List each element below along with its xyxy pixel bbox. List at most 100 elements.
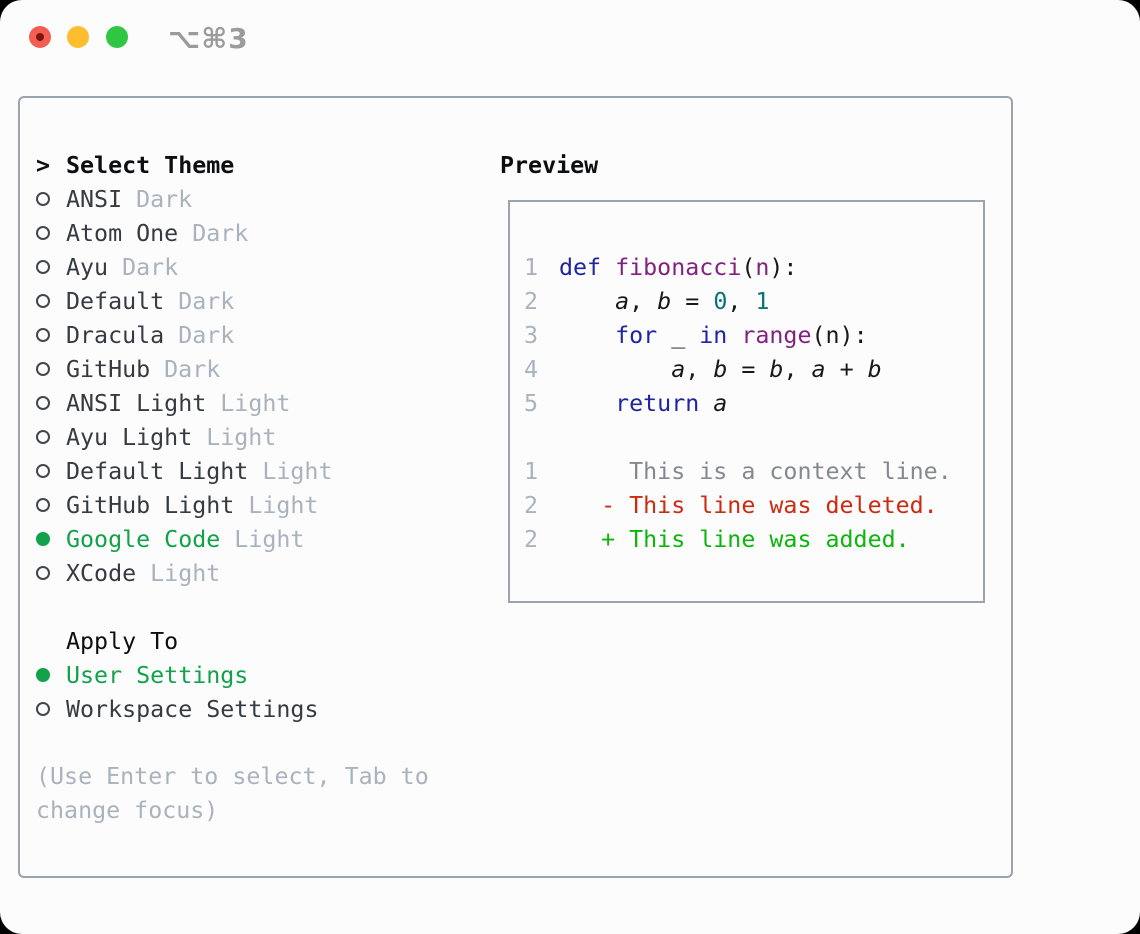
theme-option[interactable]: Dracula Dark xyxy=(36,318,476,352)
theme-variant-tag: Light xyxy=(220,389,291,417)
keyboard-shortcut-label: ⌥⌘3 xyxy=(168,22,249,55)
radio-icon xyxy=(36,566,50,580)
help-line-2: change focus) xyxy=(36,797,219,824)
theme-variant-tag: Dark xyxy=(178,287,235,315)
diff-lines: 1 This is a context line. 2 - This line … xyxy=(524,454,983,556)
radio-icon xyxy=(36,532,50,546)
theme-name: Atom One xyxy=(66,219,179,247)
theme-option[interactable]: Default Light Light xyxy=(36,454,476,488)
theme-list: > Select Theme ANSI Dark Atom One Dark A… xyxy=(36,148,476,828)
line-number: 3 xyxy=(524,321,539,349)
code-token: return xyxy=(615,389,700,417)
theme-option[interactable]: Default Dark xyxy=(36,284,476,318)
code-token: a xyxy=(713,389,728,417)
theme-variant-tag: Light xyxy=(234,525,305,553)
theme-option[interactable]: GitHub Light Light xyxy=(36,488,476,522)
theme-option[interactable]: Ayu Dark xyxy=(36,250,476,284)
theme-option[interactable]: Ayu Light Light xyxy=(36,420,476,454)
code-token: a xyxy=(811,355,826,383)
theme-name: Google Code xyxy=(66,525,221,553)
theme-name: Default Light xyxy=(66,457,249,485)
code-preview: 1 def fibonacci(n): 2 a, b = 0, 1 3 for … xyxy=(510,202,983,556)
code-token: + xyxy=(825,355,868,383)
diff-line-content: - This line was deleted. xyxy=(559,491,938,519)
line-number: 2 xyxy=(524,287,539,315)
code-token: , xyxy=(783,355,812,383)
radio-icon xyxy=(36,430,50,444)
line-number: 1 xyxy=(524,457,539,485)
diff-line: 1 This is a context line. xyxy=(524,454,983,488)
diff-line: 2 - This line was deleted. xyxy=(524,488,983,522)
theme-name: ANSI Light xyxy=(66,389,207,417)
apply-to-option-label: User Settings xyxy=(66,661,249,689)
code-token: b xyxy=(713,355,728,383)
theme-variant-tag: Dark xyxy=(136,185,193,213)
code-line: 3 for _ in range(n): xyxy=(524,318,983,352)
code-token xyxy=(559,356,671,383)
close-button[interactable] xyxy=(29,26,51,48)
theme-option[interactable]: Google Code Light xyxy=(36,522,476,556)
code-token xyxy=(559,322,615,349)
apply-to-title: Apply To xyxy=(66,627,179,655)
diff-line-content: + This line was added. xyxy=(559,525,910,553)
code-token xyxy=(699,390,713,417)
radio-icon xyxy=(36,396,50,410)
radio-icon xyxy=(36,226,50,240)
code-lines: 1 def fibonacci(n): 2 a, b = 0, 1 3 for … xyxy=(524,250,983,420)
diff-line-content: This is a context line. xyxy=(559,457,952,485)
radio-icon xyxy=(36,294,50,308)
code-token xyxy=(727,322,741,349)
code-token xyxy=(559,390,615,417)
theme-option[interactable]: XCode Light xyxy=(36,556,476,590)
apply-to-option[interactable]: User Settings xyxy=(36,658,476,692)
code-token: ): xyxy=(769,253,798,281)
radio-icon xyxy=(36,362,50,376)
line-number: 2 xyxy=(524,525,539,553)
apply-to-header: Apply To xyxy=(36,624,476,658)
theme-option[interactable]: ANSI Light Light xyxy=(36,386,476,420)
apply-to-option-label: Workspace Settings xyxy=(66,695,319,723)
theme-name: Default xyxy=(66,287,165,315)
theme-name: Ayu Light xyxy=(66,423,193,451)
code-token: ( xyxy=(741,253,756,281)
code-line-content: def fibonacci(n): xyxy=(559,254,797,281)
code-token: _ xyxy=(657,321,700,349)
line-number: 4 xyxy=(524,355,539,383)
radio-icon xyxy=(36,668,50,682)
theme-name: Ayu xyxy=(66,253,109,281)
code-line-content: a, b = 0, 1 xyxy=(559,288,769,315)
code-token: in xyxy=(699,321,728,349)
line-number: 1 xyxy=(524,253,539,281)
help-text: (Use Enter to select, Tab to change focu… xyxy=(36,760,476,828)
theme-name: GitHub xyxy=(66,355,151,383)
apply-to-options: User Settings Workspace Settings xyxy=(36,658,476,726)
theme-variant-tag: Light xyxy=(150,559,221,587)
theme-name: XCode xyxy=(66,559,137,587)
theme-option[interactable]: ANSI Dark xyxy=(36,182,476,216)
radio-icon xyxy=(36,328,50,342)
code-line: 5 return a xyxy=(524,386,983,420)
theme-variant-tag: Dark xyxy=(122,253,179,281)
radio-icon xyxy=(36,192,50,206)
zoom-button[interactable] xyxy=(106,26,128,48)
code-token: = xyxy=(671,287,714,315)
diff-line: 2 + This line was added. xyxy=(524,522,983,556)
preview-title: Preview xyxy=(500,151,599,179)
select-theme-header: > Select Theme xyxy=(36,148,476,182)
radio-icon xyxy=(36,260,50,274)
theme-variant-tag: Light xyxy=(262,457,333,485)
code-token: , xyxy=(727,287,756,315)
code-token: for xyxy=(615,321,658,349)
minimize-button[interactable] xyxy=(67,26,89,48)
code-token: (n): xyxy=(811,321,868,349)
code-token: n xyxy=(755,253,770,281)
code-token: b xyxy=(769,355,784,383)
radio-icon xyxy=(36,464,50,478)
code-line: 2 a, b = 0, 1 xyxy=(524,284,983,318)
theme-option[interactable]: Atom One Dark xyxy=(36,216,476,250)
theme-option[interactable]: GitHub Dark xyxy=(36,352,476,386)
code-line-content: for _ in range(n): xyxy=(559,322,868,349)
apply-to-option[interactable]: Workspace Settings xyxy=(36,692,476,726)
theme-variant-tag: Light xyxy=(206,423,277,451)
